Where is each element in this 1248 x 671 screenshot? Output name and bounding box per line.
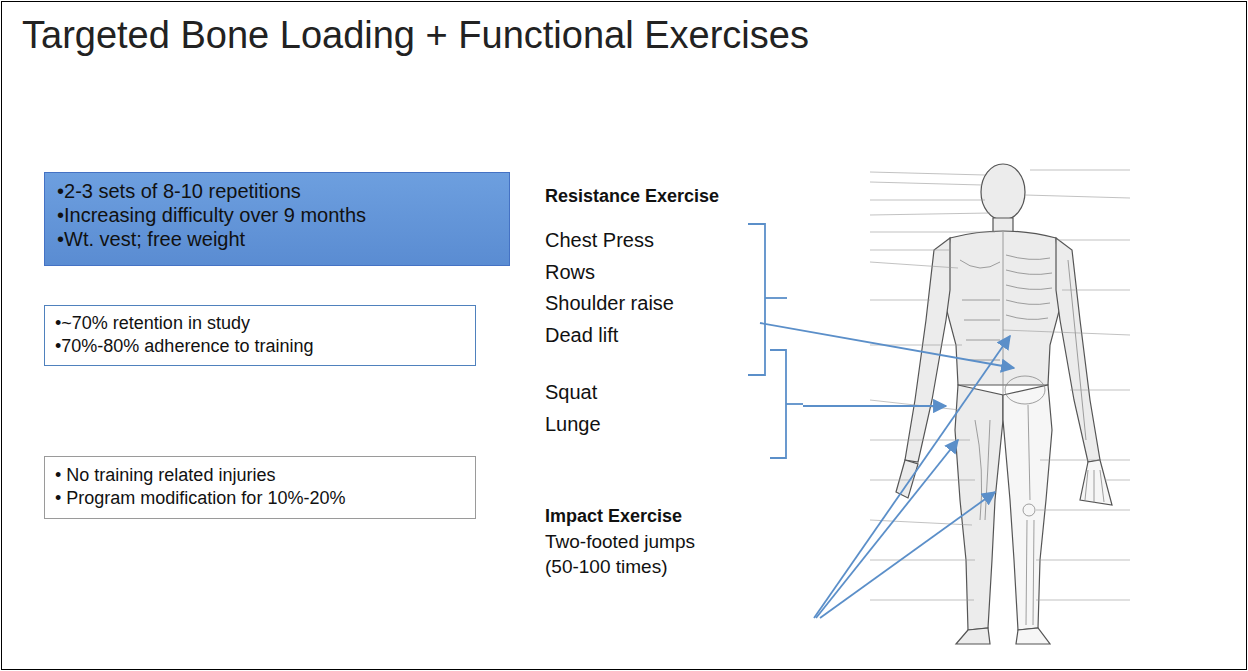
bullet-text: • Program modification for 10%-20%	[55, 487, 465, 510]
anatomy-detail	[960, 232, 1104, 625]
anatomy-figure	[896, 164, 1112, 644]
exercise-name: Shoulder raise	[545, 290, 745, 316]
bullet-text: •70%-80% adherence to training	[55, 335, 465, 358]
exercise-name: Dead lift	[545, 322, 745, 348]
pointer-arrow	[760, 323, 1014, 618]
bullet-text: •2-3 sets of 8-10 repetitions	[57, 179, 497, 203]
safety-box: • No training related injuries• Program …	[44, 456, 476, 519]
exercise-name: Chest Press	[545, 227, 745, 253]
exercise-name: Two-footed jumps (50-100 times)	[545, 530, 725, 579]
bullet-text: •Increasing difficulty over 9 months	[57, 203, 497, 227]
section-heading: Impact Exercise	[545, 505, 785, 528]
exercise-name: Lunge	[545, 411, 745, 437]
bracket	[748, 224, 803, 458]
stats-box: •~70% retention in study•70%-80% adheren…	[44, 305, 476, 366]
bullet-text: •Wt. vest; free weight	[57, 227, 497, 251]
bullet-text: •~70% retention in study	[55, 312, 465, 335]
exercise-name: Squat	[545, 379, 745, 405]
slide-title: Targeted Bone Loading + Functional Exerc…	[22, 14, 809, 57]
bullet-text: • No training related injuries	[55, 464, 465, 487]
section-heading: Resistance Exercise	[545, 185, 805, 208]
exercise-name: Rows	[545, 259, 745, 285]
leader-lines	[870, 170, 1130, 600]
summary-box: •2-3 sets of 8-10 repetitions•Increasing…	[44, 172, 510, 266]
